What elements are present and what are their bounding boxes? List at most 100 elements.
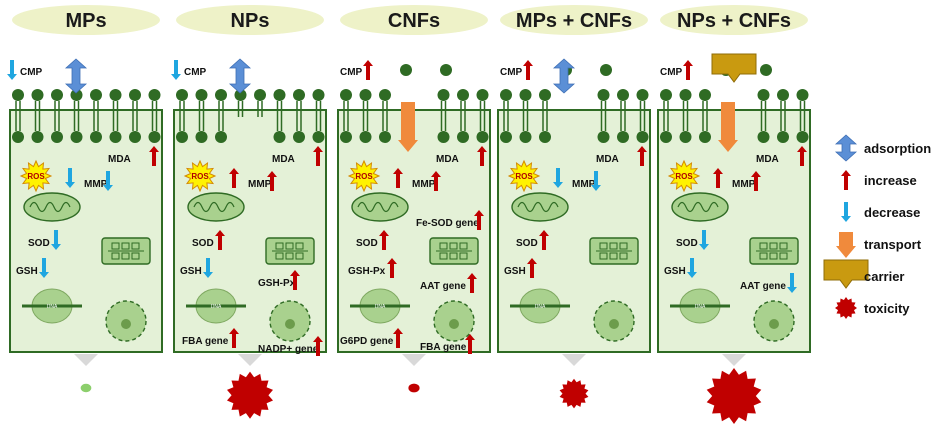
chloroplast <box>101 237 151 265</box>
outcome-pointer <box>402 354 426 366</box>
effect-label: SOD <box>28 238 50 249</box>
mitochondrion <box>351 192 409 222</box>
gsh-increase-arrow <box>527 258 537 278</box>
panel-title: MPs + CNFs <box>516 10 632 32</box>
cmp-increase-arrow <box>683 60 693 80</box>
panel-header: NPs + CNFs <box>660 5 808 35</box>
outcome-pointer <box>238 354 262 366</box>
nadp-increase-arrow <box>313 336 323 356</box>
mmp-increase-arrow <box>267 171 277 191</box>
effect-label: MMP <box>732 179 756 190</box>
gsh-decrease-arrow <box>203 258 213 278</box>
mda-increase-arrow <box>477 146 487 166</box>
cmp-label: CMP <box>340 67 363 78</box>
increase-arrow-icon <box>841 170 851 190</box>
sod-decrease-arrow <box>699 230 709 250</box>
chloroplast <box>265 237 315 265</box>
cmp-decrease-arrow <box>171 60 181 80</box>
cell-membrane <box>12 89 161 143</box>
cmp-indicator: CMP <box>171 60 207 80</box>
mmp-decrease-arrow <box>591 171 601 191</box>
legend-label: transport <box>864 237 922 252</box>
transport-arrow-icon <box>836 232 856 258</box>
fba_r-increase-arrow <box>465 334 475 354</box>
nucleus: DNA <box>350 288 410 324</box>
effect-aat: AAT gene <box>740 273 797 293</box>
panel-title: NPs + CNFs <box>677 10 791 32</box>
effect-label: GSH <box>664 266 686 277</box>
effect-label: MMP <box>572 179 596 190</box>
chloroplast <box>429 237 479 265</box>
effect-sod: SOD <box>676 230 709 250</box>
vacuole <box>593 300 635 342</box>
effect-label: SOD <box>676 238 698 249</box>
effect-label: GSH <box>180 266 202 277</box>
effect-gshpx_l: GSH-Px <box>348 258 397 278</box>
dna-label: DNA <box>695 304 706 310</box>
fba-increase-arrow <box>229 328 239 348</box>
transport-arrow <box>398 102 418 152</box>
panel-header: NPs <box>176 5 324 35</box>
ros-increase-arrow <box>229 168 239 188</box>
effect-label: SOD <box>516 238 538 249</box>
effect-ros <box>393 168 403 188</box>
cmp-indicator: CMP <box>7 60 43 80</box>
sod-increase-arrow <box>379 230 389 250</box>
outcome-pointer <box>74 354 98 366</box>
ros-increase-arrow <box>393 168 403 188</box>
aat-decrease-arrow <box>787 273 797 293</box>
effect-ros <box>229 168 239 188</box>
effect-gshpx: GSH-Px <box>258 270 300 290</box>
effect-ros <box>65 168 75 188</box>
effect-mmp: MMP <box>732 171 761 191</box>
cmp-label: CMP <box>184 67 207 78</box>
effect-label: AAT gene <box>420 281 466 292</box>
effect-sod: SOD <box>192 230 225 250</box>
mitochondrion <box>511 192 569 222</box>
legend-item-decrease: decrease <box>841 202 920 222</box>
nucleus: DNA <box>186 288 246 324</box>
effect-mda: MDA <box>756 146 807 166</box>
mda-increase-arrow <box>637 146 647 166</box>
ros-label: ROS <box>27 172 45 181</box>
effect-mda: MDA <box>272 146 323 166</box>
mitochondrion <box>671 192 729 222</box>
ros-label: ROS <box>355 172 373 181</box>
ros-increase-arrow <box>713 168 723 188</box>
mda-increase-arrow <box>797 146 807 166</box>
panel-header: CNFs <box>340 5 488 35</box>
dna-label: DNA <box>375 304 386 310</box>
cell-membrane <box>340 64 489 143</box>
effect-mda: MDA <box>436 146 487 166</box>
effect-label: MDA <box>272 154 295 165</box>
effect-sod: SOD <box>516 230 549 250</box>
cmp-label: CMP <box>660 67 683 78</box>
vacuole <box>105 300 147 342</box>
legend-item-carrier: carrier <box>823 259 904 289</box>
effect-g6pd: G6PD gene <box>340 328 403 348</box>
legend-label: carrier <box>864 269 904 284</box>
vacuole <box>433 300 475 342</box>
effect-fba: FBA gene <box>182 328 239 348</box>
panel-title: NPs <box>231 10 270 32</box>
dna-label: DNA <box>47 304 58 310</box>
effect-label: MDA <box>108 154 131 165</box>
ros-label: ROS <box>191 172 209 181</box>
legend-item-adsorption: adsorption <box>834 134 931 162</box>
legend-item-toxicity: toxicity <box>835 297 910 319</box>
ros-burst: ROS <box>507 159 541 193</box>
cmp-indicator: CMP <box>500 60 533 80</box>
transport-arrow <box>718 102 738 152</box>
ros-burst: ROS <box>667 159 701 193</box>
effect-nadp: NADP+ gene <box>258 336 323 356</box>
effect-label: GSH-Px <box>258 278 296 289</box>
cell-membrane <box>500 64 649 143</box>
carrier-icon <box>711 53 757 83</box>
ros-decrease-arrow <box>553 168 563 188</box>
vacuole <box>753 300 795 342</box>
legend-label: toxicity <box>864 301 910 316</box>
gshpx_l-increase-arrow <box>387 258 397 278</box>
